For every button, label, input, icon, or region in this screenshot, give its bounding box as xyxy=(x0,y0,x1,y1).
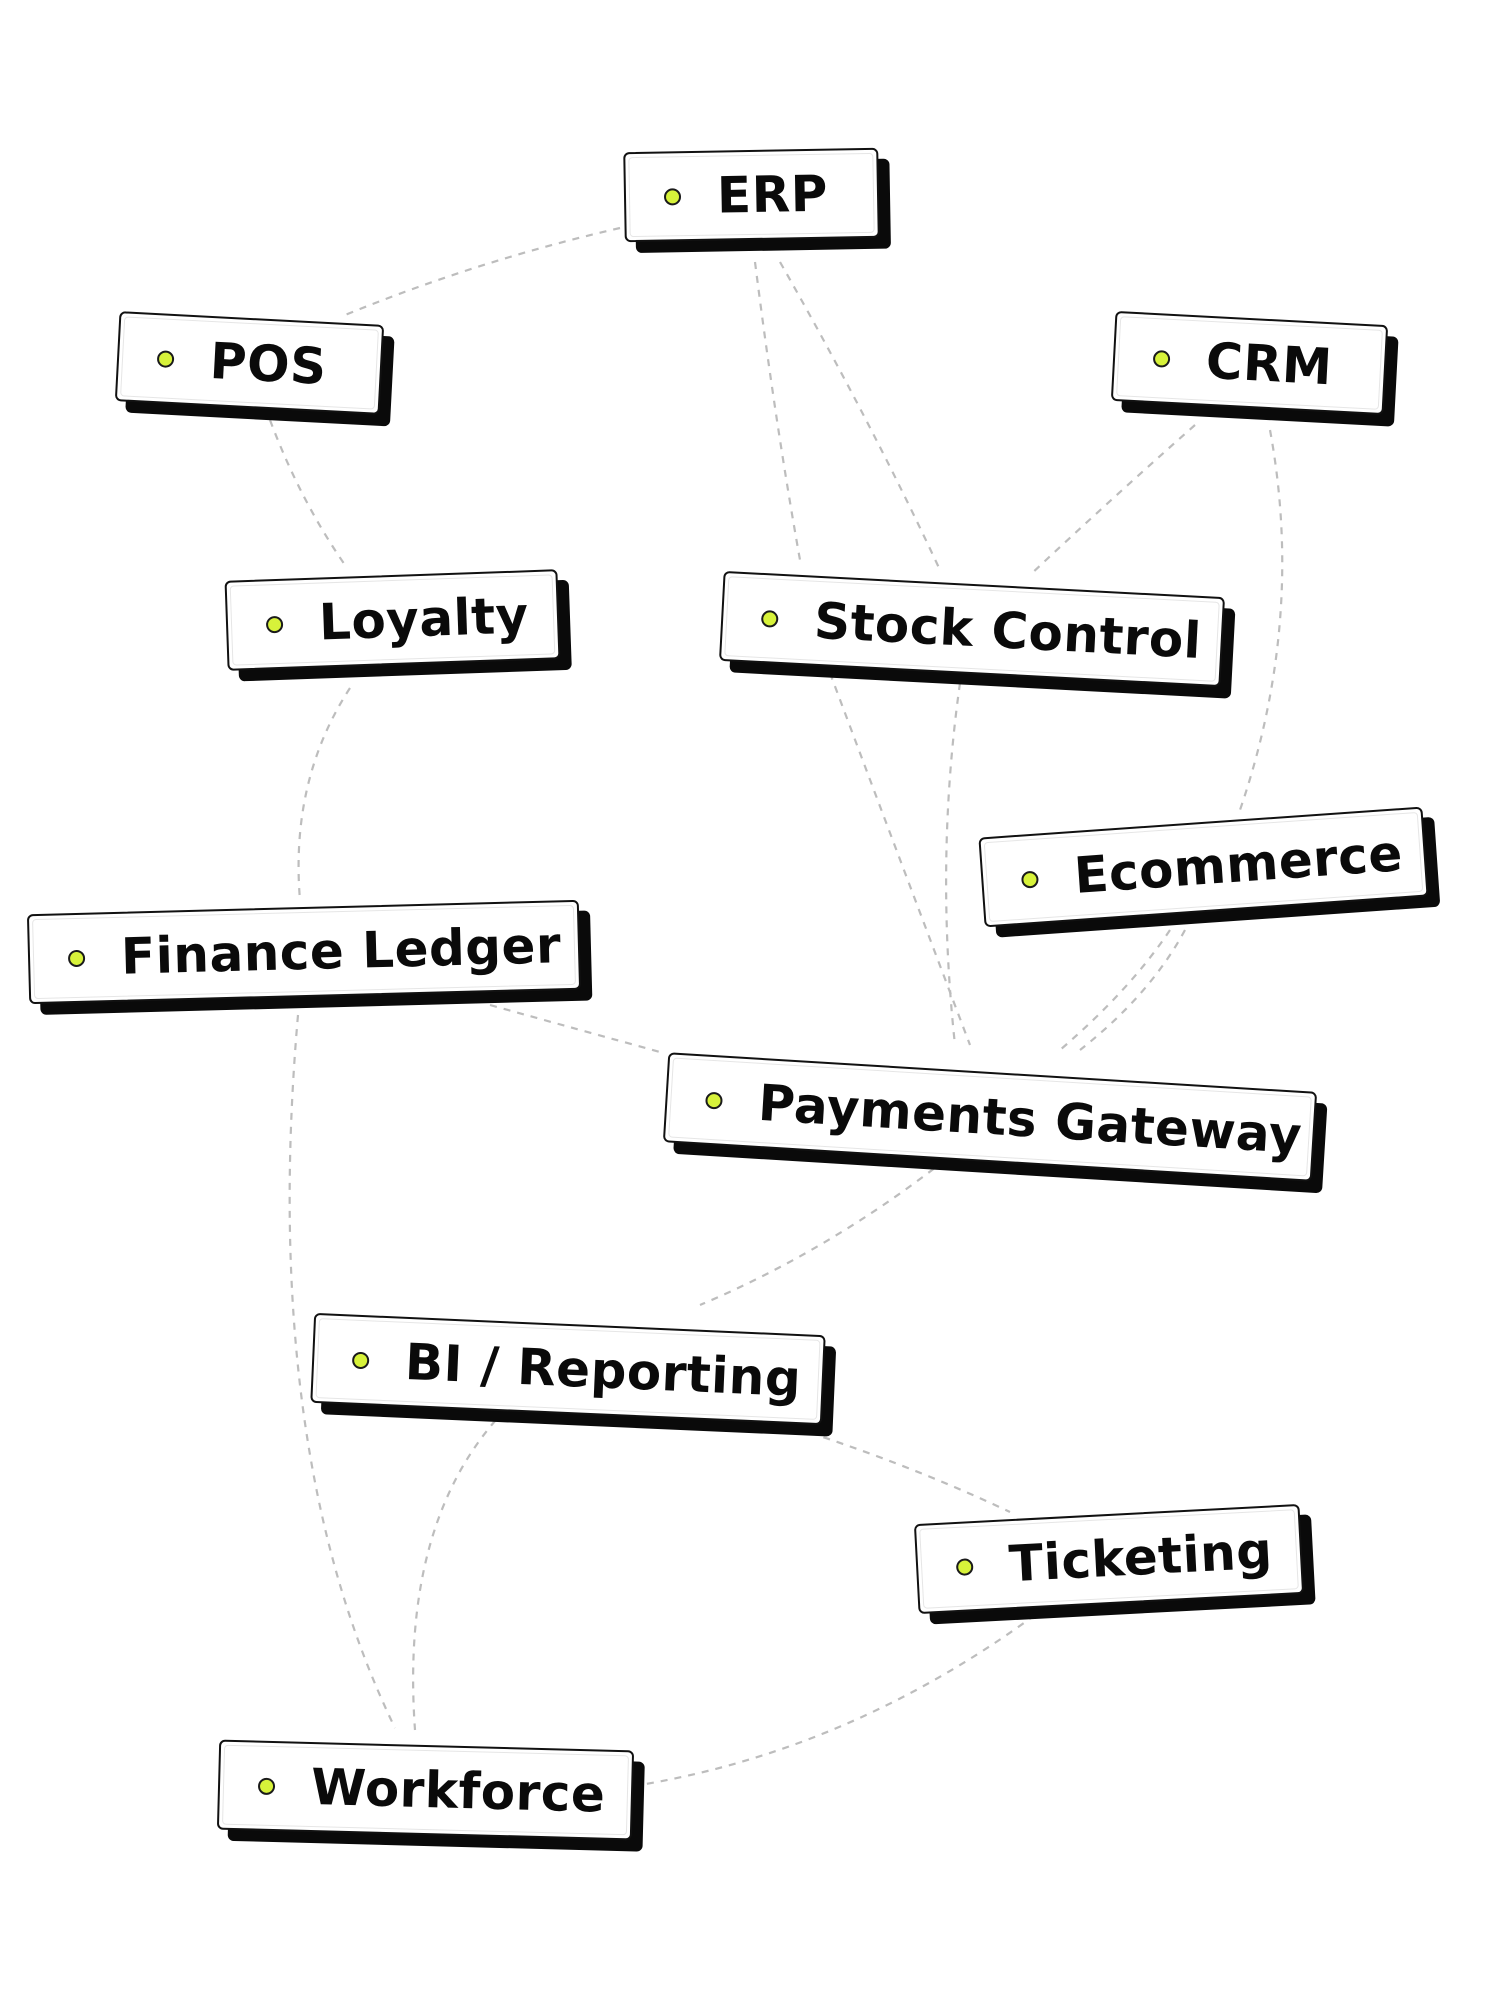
edge-pos-loyalty xyxy=(268,419,346,566)
edge-finance-workforce xyxy=(288,1014,396,1729)
edge-erp-stock-control-b xyxy=(779,261,941,571)
edge-stock-control-payments-b xyxy=(945,682,962,1046)
status-dot-icon xyxy=(955,1557,974,1576)
status-dot-icon xyxy=(265,615,284,633)
status-dot-icon xyxy=(705,1091,724,1110)
node-label: Ticketing xyxy=(1007,1521,1274,1594)
edge-bi-ticketing xyxy=(769,1418,1011,1513)
status-dot-icon xyxy=(257,1777,276,1795)
edge-stock-control-payments-a xyxy=(828,672,972,1046)
status-dot-icon xyxy=(67,949,86,967)
edge-ecommerce-payments-b xyxy=(1079,929,1186,1051)
status-dot-icon xyxy=(1020,870,1039,889)
edge-ticketing-workforce xyxy=(639,1614,1036,1787)
node-label: CRM xyxy=(1204,331,1334,397)
edge-crm-stock-control xyxy=(1029,424,1196,576)
edge-ecommerce-payments-a xyxy=(1059,929,1171,1051)
status-dot-icon xyxy=(1152,349,1171,368)
edge-finance-payments xyxy=(489,1003,661,1054)
node-label: ERP xyxy=(716,164,829,225)
node-finance-ledger[interactable]: Finance Ledger xyxy=(26,899,582,1005)
node-label: Payments Gateway xyxy=(756,1073,1304,1166)
node-label: Ecommerce xyxy=(1072,824,1405,905)
edge-crm-ecommerce xyxy=(1238,429,1284,811)
node-label: POS xyxy=(208,331,329,396)
node-workforce[interactable]: Workforce xyxy=(216,1739,635,1841)
status-dot-icon xyxy=(156,349,175,368)
edge-payments-bi xyxy=(699,1159,946,1307)
node-label: BI / Reporting xyxy=(403,1332,803,1409)
node-loyalty[interactable]: Loyalty xyxy=(224,569,561,671)
node-label: Finance Ledger xyxy=(120,916,562,986)
status-dot-icon xyxy=(351,1351,370,1369)
node-label: Workforce xyxy=(310,1758,607,1824)
edge-erp-pos xyxy=(344,226,621,317)
node-pos[interactable]: POS xyxy=(114,311,385,415)
status-dot-icon xyxy=(663,187,682,206)
node-label: Loyalty xyxy=(318,586,530,652)
edge-loyalty-finance-ledger xyxy=(297,687,351,901)
node-label: Stock Control xyxy=(812,591,1203,670)
edge-bi-workforce xyxy=(412,1409,506,1731)
node-erp[interactable]: ERP xyxy=(623,147,880,243)
node-crm[interactable]: CRM xyxy=(1110,310,1389,416)
status-dot-icon xyxy=(760,609,779,628)
edge-erp-stock-control-a xyxy=(753,261,802,561)
